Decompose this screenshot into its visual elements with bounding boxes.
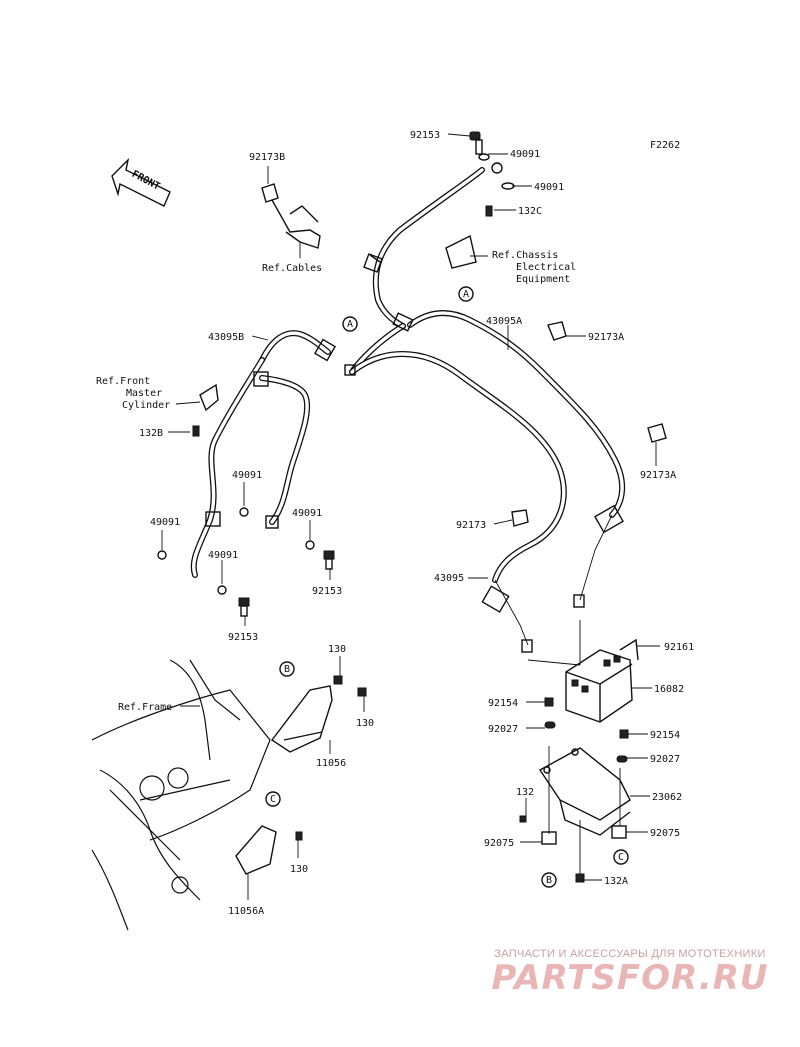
label-ref-chassis-2: Electrical [516, 262, 576, 273]
label-49091-a: 49091 [510, 149, 540, 160]
label-130-a: 130 [328, 644, 346, 655]
leader-lines [161, 133, 660, 900]
label-132a: 132A [604, 876, 628, 887]
callout-c2-label: C [618, 852, 624, 863]
label-ref-front-1: Ref.Front [96, 376, 150, 387]
callout-b2: B [541, 872, 557, 888]
label-ref-chassis-3: Equipment [516, 274, 570, 285]
label-132c: 132C [518, 206, 542, 217]
callout-c1-label: C [270, 794, 276, 805]
label-11056: 11056 [316, 758, 346, 769]
brake-hoses [190, 167, 626, 646]
label-49091-d: 49091 [150, 517, 180, 528]
label-ref-front-3: Cylinder [122, 400, 170, 411]
watermark-tagline: ЗАПЧАСТИ И АКСЕССУАРЫ ДЛЯ МОТОТЕХНИКИ [494, 948, 766, 960]
bracket-11056a [235, 825, 303, 875]
label-92173: 92173 [456, 520, 486, 531]
label-92173b: 92173B [249, 152, 285, 163]
label-49091-e: 49091 [292, 508, 322, 519]
frame-sketch [91, 659, 271, 931]
abs-unit [565, 638, 639, 723]
label-92153-top: 92153 [410, 130, 440, 141]
label-92027-r: 92027 [650, 754, 680, 765]
watermark-logo: PARTSFOR.RU [491, 958, 769, 998]
front-label: FRONT [130, 169, 162, 193]
front-arrow-icon: FRONT [111, 157, 171, 207]
label-43095: 43095 [434, 573, 464, 584]
label-ref-cables: Ref.Cables [262, 263, 322, 274]
label-ref-front-2: Master [126, 388, 162, 399]
callout-a2-label: A [463, 289, 469, 300]
figure-code: F2262 [650, 140, 681, 151]
callout-a1-label: A [347, 319, 353, 330]
watermark: ЗАПЧАСТИ И АКСЕССУАРЫ ДЛЯ МОТОТЕХНИКИ PA… [470, 948, 790, 998]
callout-c1: C [265, 791, 281, 807]
hose-fittings [205, 131, 624, 653]
label-92173a-mid: 92173A [640, 470, 676, 481]
label-49091-b: 49091 [534, 182, 564, 193]
label-92173a-top: 92173A [588, 332, 624, 343]
label-130-c: 130 [290, 864, 308, 875]
label-92027-l: 92027 [488, 724, 518, 735]
callout-a1: A [342, 316, 358, 332]
label-43095a: 43095A [486, 316, 522, 327]
label-ref-frame: Ref.Frame [118, 702, 172, 713]
label-92154-r: 92154 [650, 730, 680, 741]
label-11056a: 11056A [228, 906, 264, 917]
label-92075-r: 92075 [650, 828, 680, 839]
bracket-11056 [270, 675, 367, 753]
label-92153-mid: 92153 [312, 586, 342, 597]
label-ref-chassis-1: Ref.Chassis [492, 250, 558, 261]
callout-b2-label: B [546, 875, 552, 886]
label-49091-c: 49091 [232, 470, 262, 481]
clips [199, 183, 667, 527]
label-132b: 132B [139, 428, 163, 439]
label-132: 132 [516, 787, 534, 798]
label-43095b: 43095B [208, 332, 244, 343]
label-130-b: 130 [356, 718, 374, 729]
callout-a2: A [458, 286, 474, 302]
callout-c2: C [613, 849, 629, 865]
callout-b1-label: B [284, 664, 290, 675]
callout-b1: B [279, 661, 295, 677]
label-23062: 23062 [652, 792, 682, 803]
label-49091-f: 49091 [208, 550, 238, 561]
label-92161: 92161 [664, 642, 694, 653]
washers-bolts [157, 205, 493, 617]
label-16082: 16082 [654, 684, 684, 695]
label-92153-bot: 92153 [228, 632, 258, 643]
abs-bracket [519, 697, 631, 883]
label-92075-l: 92075 [484, 838, 514, 849]
label-92154-l: 92154 [488, 698, 518, 709]
